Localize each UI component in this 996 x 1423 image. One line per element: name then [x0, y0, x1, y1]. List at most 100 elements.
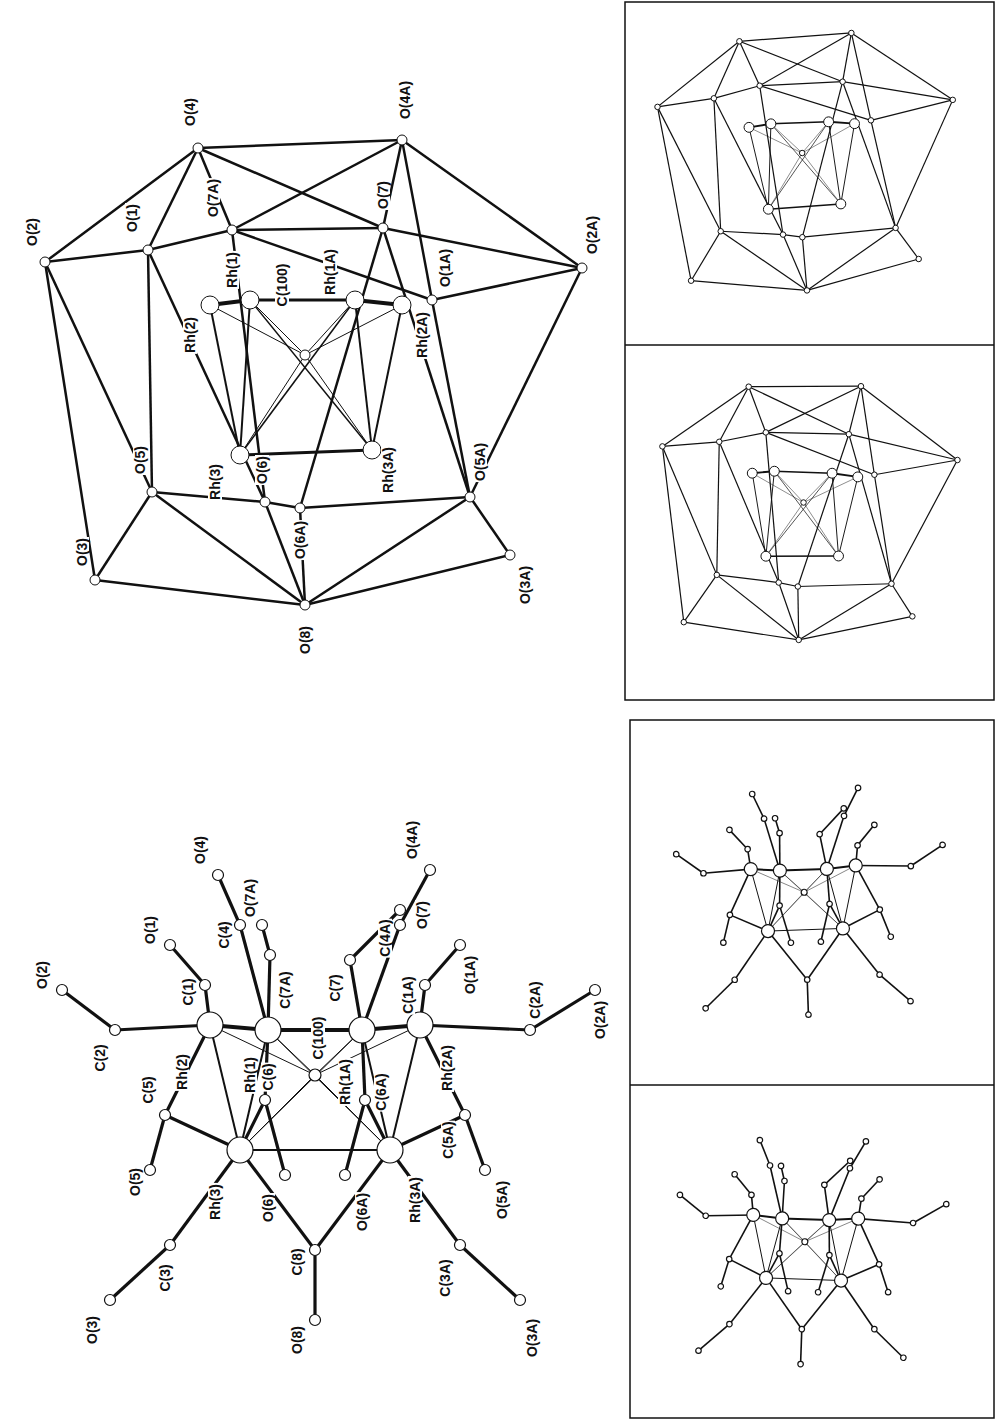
atom: [465, 492, 475, 502]
atom: [818, 939, 824, 945]
panel-divider: [630, 1084, 994, 1086]
metal-bond: [766, 869, 829, 931]
atom: [727, 912, 733, 918]
atom: [817, 831, 823, 837]
ligand-bond: [420, 1025, 465, 1115]
polyhedron-edge: [402, 140, 432, 300]
atom: [241, 291, 259, 309]
polyhedron-edge: [739, 33, 851, 41]
atom: [849, 859, 862, 872]
atom: [393, 296, 411, 314]
atom: [766, 119, 776, 129]
atom: [255, 1017, 281, 1043]
atom-label: Rh(1): [243, 1056, 257, 1094]
metal-bond: [751, 869, 768, 932]
panel-frame: [630, 720, 994, 1418]
atom: [260, 497, 270, 507]
ligand-bond: [706, 1213, 754, 1217]
polyhedron-edge: [662, 384, 748, 450]
atom-label: O(3A): [518, 565, 532, 605]
polyhedron-edge: [849, 386, 861, 435]
polyhedron-edge: [874, 457, 957, 477]
ligand-bond: [910, 845, 943, 866]
atom: [309, 1069, 321, 1081]
metal-bond: [749, 126, 802, 155]
metal-bond: [751, 473, 804, 502]
atom: [858, 383, 864, 389]
atom-label: O(1A): [463, 955, 477, 995]
atom-label: Rh(3): [208, 463, 222, 501]
atom: [806, 1012, 812, 1018]
atom: [377, 1137, 403, 1163]
metal-bond: [766, 871, 782, 931]
polyhedron-edge: [798, 580, 892, 589]
atom: [280, 1170, 291, 1181]
atom: [910, 614, 916, 620]
atom: [716, 439, 722, 445]
polyhedron-edge: [714, 98, 721, 231]
atom: [227, 1137, 253, 1163]
ligand-bond: [880, 974, 911, 1003]
atom: [40, 257, 50, 267]
atom: [340, 1170, 351, 1181]
atom: [908, 863, 914, 869]
atom: [257, 920, 268, 931]
atom-label: O(5): [128, 1167, 142, 1197]
atom: [227, 225, 237, 235]
metal-bond: [362, 1030, 390, 1150]
ligand-bond: [819, 808, 845, 834]
ligand-bond: [150, 1115, 165, 1170]
atom: [235, 920, 246, 931]
ligand-bond: [734, 1174, 752, 1195]
metal-bond: [305, 355, 372, 450]
metal-bond: [372, 305, 402, 450]
atom: [877, 1176, 883, 1182]
atom-label: C(3A): [438, 1258, 452, 1297]
metal-bond: [768, 204, 841, 209]
polyhedron-edge: [858, 386, 878, 475]
atom: [193, 143, 203, 153]
atom: [836, 199, 846, 209]
ligand-bond: [729, 1277, 766, 1326]
atom-label: Rh(2A): [440, 1044, 454, 1092]
atom: [727, 827, 733, 833]
atom: [515, 1295, 526, 1306]
atom: [763, 204, 773, 214]
atom-label: O(1A): [438, 248, 452, 288]
atom: [744, 122, 754, 132]
atom: [767, 1163, 773, 1169]
atom-label: Rh(3A): [408, 1176, 422, 1224]
atom: [455, 1240, 466, 1251]
polyhedron-edge: [761, 432, 784, 582]
polyhedron-edge: [232, 228, 383, 230]
atom: [197, 1012, 223, 1038]
polyhedron-edge: [721, 228, 807, 293]
atom-label: O(8): [290, 1325, 304, 1355]
polyhedron-edge: [198, 140, 402, 148]
metal-bond: [250, 299, 355, 302]
atom: [346, 291, 364, 309]
ligand-bond: [843, 788, 859, 816]
metal-bond: [827, 868, 843, 928]
atom-label: O(8): [298, 625, 312, 655]
atom-label: Rh(1A): [338, 1058, 352, 1106]
atom: [822, 1182, 828, 1188]
metal-bond: [210, 1025, 240, 1150]
metal-bond: [802, 503, 841, 557]
polyhedron-edge: [713, 86, 760, 99]
atom: [877, 972, 883, 978]
polyhedron-edge: [657, 98, 714, 107]
polyhedron-edge: [95, 580, 305, 605]
atom: [847, 1165, 853, 1171]
polyhedron-edge: [799, 612, 913, 643]
metal-bond: [771, 471, 841, 556]
atom: [395, 920, 406, 931]
atom: [757, 1137, 763, 1143]
atom-label: C(8): [290, 1247, 304, 1276]
metal-bond: [766, 471, 774, 556]
atom: [775, 1212, 788, 1225]
atom: [746, 384, 752, 390]
atom: [145, 1165, 156, 1176]
atom: [201, 296, 219, 314]
polyhedron-edge: [148, 148, 198, 250]
